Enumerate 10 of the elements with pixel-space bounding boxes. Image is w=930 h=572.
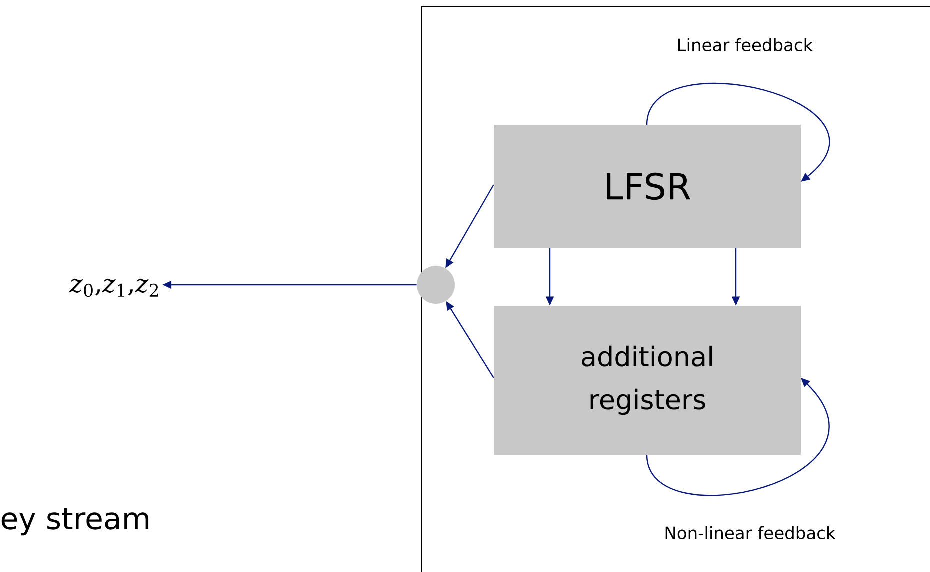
frame-box [421, 6, 930, 572]
junction-dot [417, 266, 455, 304]
caption-text: ey stream [2, 508, 149, 536]
loop-arrow [646, 83, 830, 182]
edge-label: Non-linear feedback [666, 526, 836, 540]
register-box: LFSR [494, 125, 801, 248]
output-label: z$_{0}$,z$_{1}$,z$_{2}$ [69, 278, 158, 298]
loop-arrow [646, 378, 830, 496]
register-box: additional registers [494, 306, 801, 455]
edge-label: Linear feedback [678, 38, 814, 52]
